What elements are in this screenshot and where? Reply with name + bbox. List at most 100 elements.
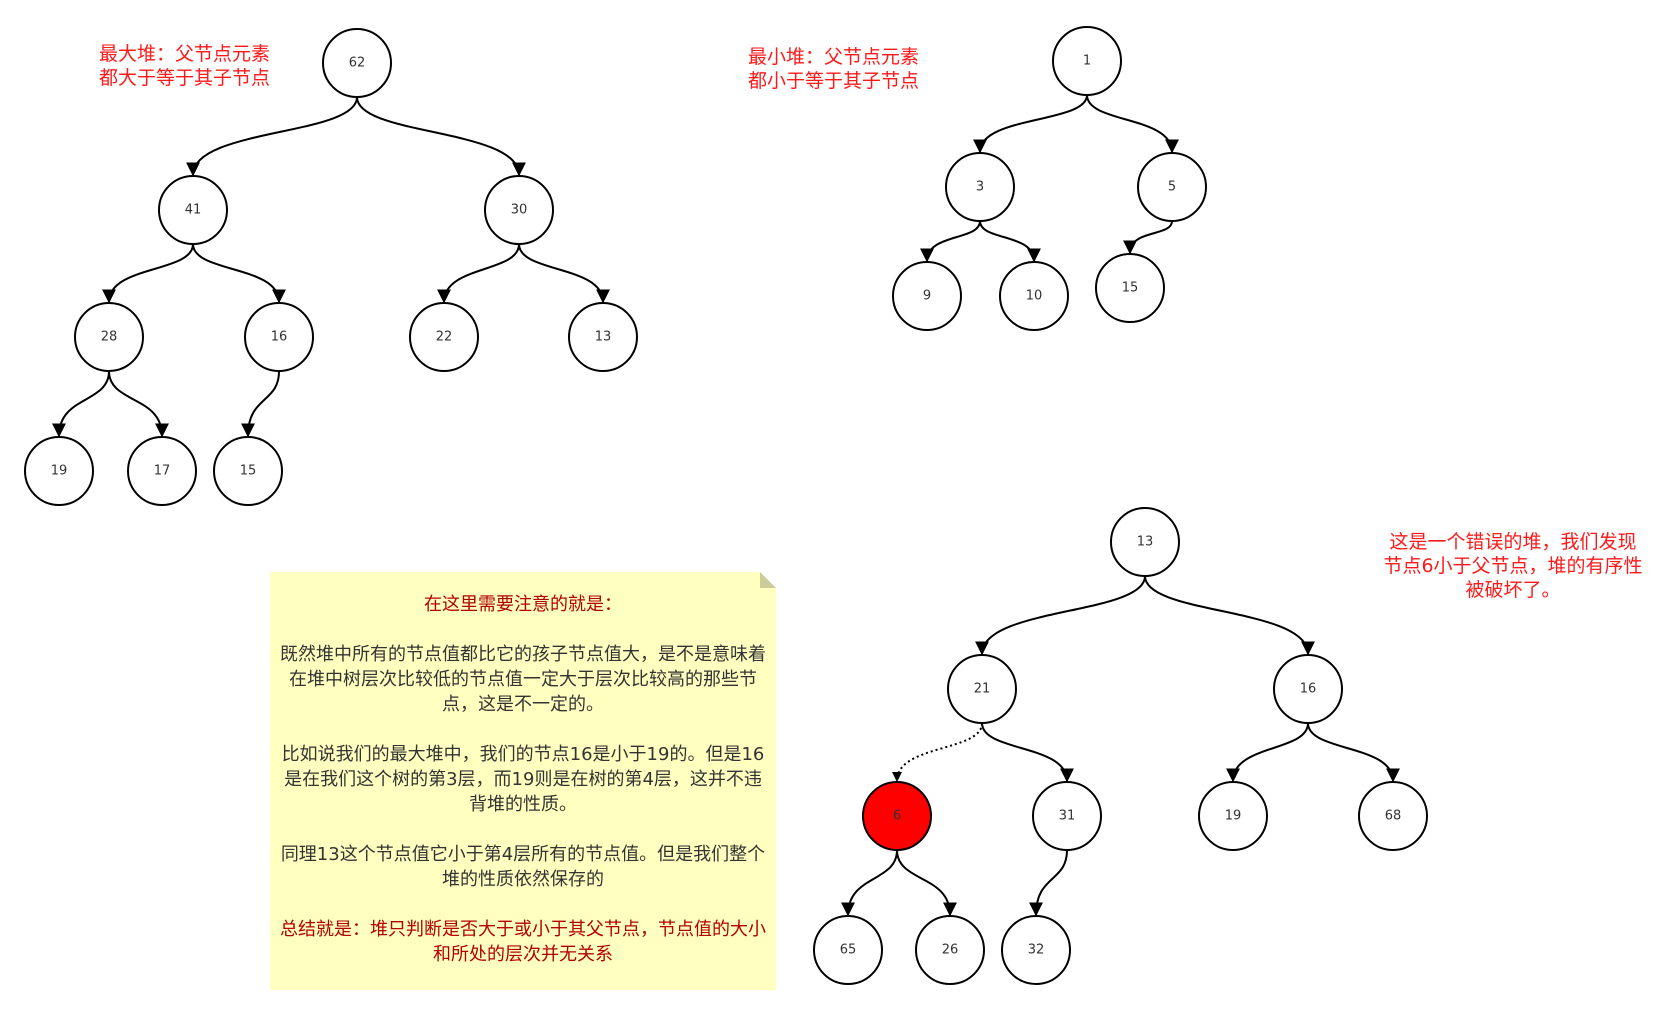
max-heap-caption-line-1: 最大堆：父节点元素 [99,43,271,65]
wrong-heap-node-32: 32 [1001,915,1071,985]
wrong-heap-node-13-label: 13 [1137,535,1154,550]
max-heap-node-22-circle [409,302,479,372]
wrong-heap-node-26: 26 [915,915,985,985]
wrong-heap-edge-13-16 [1144,575,1315,656]
min-heap-node-5: 5 [1137,152,1207,222]
max-heap-caption: 最大堆：父节点元素 都大于等于其子节点 [99,42,270,90]
note-paragraph-1: 既然堆中所有的节点值都比它的孩子节点值大，是不是意味着在堆中树层次比较低的节点值… [280,644,766,715]
max-heap-caption-line-2: 都大于等于其子节点 [99,67,271,89]
sticky-note [270,572,776,990]
max-heap-node-41-label: 41 [185,203,202,218]
max-heap-node-41-circle [158,175,228,245]
max-heap-edge-30-13 [518,243,610,304]
max-heap-edge-16-15 [241,370,280,438]
max-heap-node-22: 22 [409,302,479,372]
max-heap-node-19-circle [24,436,94,506]
note-title: 在这里需要注意的就是： [424,594,622,615]
max-heap-node-41: 41 [158,175,228,245]
wrong-heap-node-65-circle [813,915,883,985]
wrong-heap-node-32-label: 32 [1028,943,1045,958]
min-heap-edge-5-15 [1123,220,1173,255]
wrong-heap-node-21: 21 [947,654,1017,724]
max-heap-node-16-circle [244,302,314,372]
max-heap-edge-28-19 [52,370,110,438]
max-heap-node-13: 13 [568,302,638,372]
min-heap-caption-line-2: 都小于等于其子节点 [748,70,920,92]
max-heap-node-62-circle [322,28,392,98]
min-heap-node-5-label: 5 [1168,180,1176,195]
wrong-heap-node-68: 68 [1358,781,1428,851]
min-heap-node-10: 10 [999,261,1069,331]
min-heap-node-3-circle [945,152,1015,222]
wrong-heap-edge-31-32 [1029,849,1068,917]
min-heap-caption: 最小堆：父节点元素 都小于等于其子节点 [748,45,919,93]
max-heap-edge-41-28 [102,243,194,304]
max-heap-node-13-circle [568,302,638,372]
wrong-heap-node-6: 6 [862,781,932,851]
sticky-note-text: 在这里需要注意的就是： 既然堆中所有的节点值都比它的孩子节点值大，是不是意味着在… [276,592,770,967]
max-heap-node-28-circle [74,302,144,372]
min-heap-node-5-circle [1137,152,1207,222]
max-heap-edge-41-16 [192,243,286,304]
wrong-heap-node-21-label: 21 [974,682,991,697]
max-heap-node-16: 16 [244,302,314,372]
min-heap-node-3: 3 [945,152,1015,222]
max-heap-node-30-circle [484,175,554,245]
wrong-heap-edge-16-68 [1307,722,1400,783]
min-heap-node-1: 1 [1052,26,1122,96]
max-heap-node-16-label: 16 [271,330,288,345]
max-heap-node-19: 19 [24,436,94,506]
note-paragraph-2: 比如说我们的最大堆中，我们的节点16是小于19的。但是16是在我们这个树的第3层… [281,744,765,815]
min-heap-node-15-circle [1095,253,1165,323]
min-heap-node-9-label: 9 [923,289,931,304]
max-heap-node-28-label: 28 [101,330,118,345]
min-heap-edge-3-9 [920,220,981,263]
wrong-heap-node-26-circle [915,915,985,985]
min-heap-edge-1-3 [973,94,1088,154]
tree-edges [52,94,1400,917]
max-heap-node-22-label: 22 [436,330,453,345]
wrong-heap-node-16-circle [1273,654,1343,724]
max-heap-node-19-label: 19 [51,464,68,479]
max-heap-node-15-label: 15 [240,464,257,479]
wrong-heap-node-16-label: 16 [1300,682,1317,697]
wrong-heap-node-31-label: 31 [1059,809,1076,824]
max-heap-node-17: 17 [127,436,197,506]
max-heap-edge-62-30 [356,96,526,177]
wrong-heap-node-6-circle [862,781,932,851]
min-heap-caption-line-1: 最小堆：父节点元素 [748,46,920,68]
max-heap-node-15-circle [213,436,283,506]
wrong-heap-node-6-label: 6 [893,809,901,824]
max-heap-edge-28-17 [108,370,169,438]
sticky-note-corner-fold [760,572,776,588]
min-heap-node-1-label: 1 [1083,54,1091,69]
max-heap-node-62-label: 62 [349,56,366,71]
max-heap-node-17-label: 17 [154,464,171,479]
wrong-heap-node-13: 13 [1110,507,1180,577]
min-heap-node-10-label: 10 [1026,289,1043,304]
min-heap-node-10-circle [999,261,1069,331]
min-heap-edge-1-5 [1086,94,1179,154]
wrong-heap-node-68-label: 68 [1385,809,1402,824]
max-heap-node-62: 62 [322,28,392,98]
min-heap-node-1-circle [1052,26,1122,96]
wrong-heap-node-31-circle [1032,781,1102,851]
min-heap-node-9: 9 [892,261,962,331]
wrong-heap-node-19-circle [1198,781,1268,851]
note-summary: 总结就是：堆只判断是否大于或小于其父节点，节点值的大小和所处的层次并无关系 [280,919,766,965]
wrong-heap-edge-21-6 [892,722,983,782]
wrong-heap-node-65: 65 [813,915,883,985]
wrong-heap-edge-6-26 [896,849,957,917]
wrong-heap-node-16: 16 [1273,654,1343,724]
wrong-heap-caption-line-1: 这是一个错误的堆，我们发现 [1389,531,1637,553]
note-paragraph-3: 同理13这个节点值它小于第4层所有的节点值。但是我们整个堆的性质依然保存的 [280,844,766,890]
min-heap-node-15: 15 [1095,253,1165,323]
wrong-heap-node-65-label: 65 [840,943,857,958]
wrong-heap-node-19-label: 19 [1225,809,1242,824]
wrong-heap-caption: 这是一个错误的堆，我们发现 节点6小于父节点，堆的有序性 被破坏了。 [1368,530,1658,602]
wrong-heap-edge-13-21 [975,575,1146,656]
wrong-heap-node-32-circle [1001,915,1071,985]
wrong-heap-caption-line-2: 节点6小于父节点，堆的有序性 [1383,555,1643,577]
